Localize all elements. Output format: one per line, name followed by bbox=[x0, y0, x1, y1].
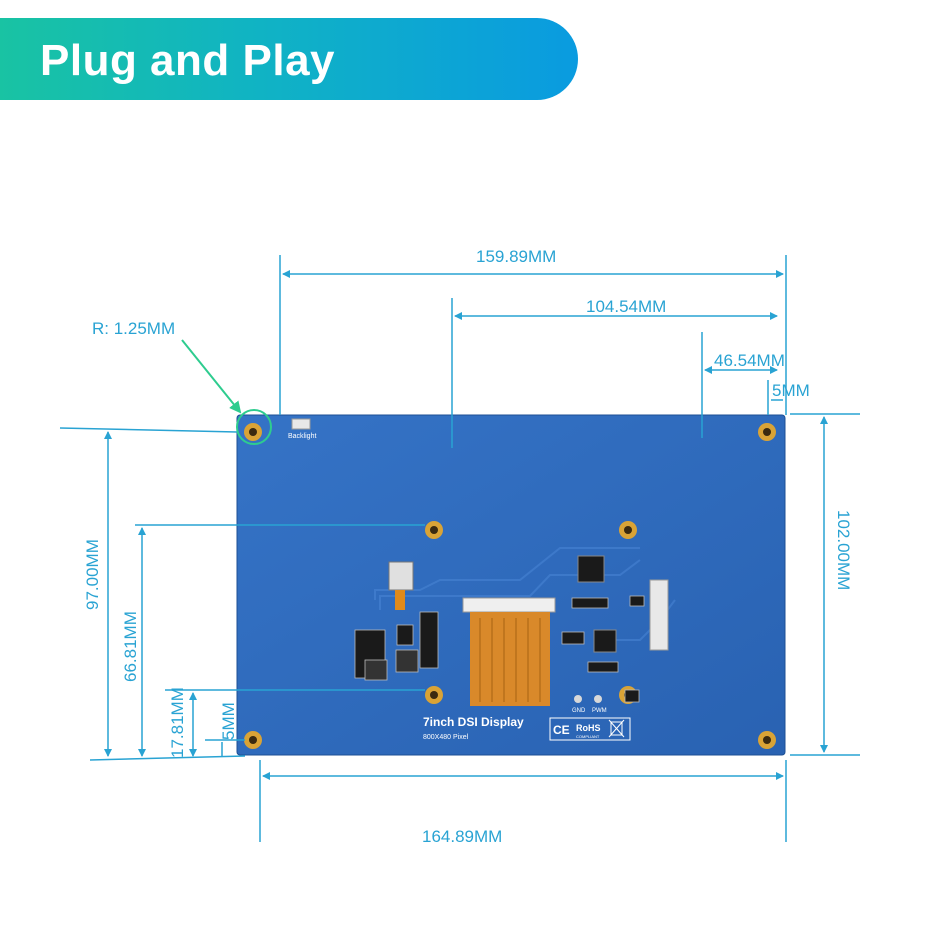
dim-label-5-left: 5MM bbox=[219, 702, 238, 740]
ic-chip bbox=[593, 629, 617, 653]
dim-label-97: 97.00MM bbox=[83, 539, 102, 610]
display-board: Backlight bbox=[236, 414, 786, 756]
dim-label-66: 66.81MM bbox=[121, 611, 140, 682]
gnd-label: GND bbox=[572, 708, 586, 714]
dim-label-17: 17.81MM bbox=[168, 687, 187, 758]
banner bbox=[0, 18, 578, 100]
dim-label-radius: R: 1.25MM bbox=[92, 319, 175, 338]
dim-label-164: 164.89MM bbox=[422, 827, 502, 846]
weee-icon bbox=[608, 719, 625, 738]
board-title: 7inch DSI Display bbox=[423, 715, 524, 729]
banner-title: Plug and Play bbox=[40, 36, 336, 85]
dim-label-104: 104.54MM bbox=[586, 297, 666, 316]
power-connector bbox=[388, 561, 414, 610]
dim-label-5-top: 5MM bbox=[772, 381, 810, 400]
dim-label-159: 159.89MM bbox=[476, 247, 556, 266]
dim-label-46: 46.54MM bbox=[714, 351, 785, 370]
pwm-label: PWM bbox=[592, 708, 607, 714]
small-components bbox=[354, 595, 645, 703]
backlight-switch bbox=[291, 418, 311, 430]
ce-mark: CE bbox=[553, 723, 570, 737]
gnd-pad bbox=[574, 695, 582, 703]
certification-marks: CE RoHS COMPLIANT bbox=[549, 717, 631, 741]
dim-label-102: 102.00MM bbox=[834, 510, 853, 590]
side-connector bbox=[649, 579, 669, 651]
backlight-label: Backlight bbox=[288, 433, 316, 440]
pwm-pad bbox=[594, 695, 602, 703]
radius-callout-circle bbox=[236, 409, 272, 445]
dimension-lines bbox=[59, 255, 860, 842]
board-resolution: 800X480 Pixel bbox=[423, 734, 469, 741]
rohs-mark: RoHS bbox=[576, 723, 601, 733]
rohs-compliant: COMPLIANT bbox=[576, 734, 600, 739]
fpc-ribbon bbox=[462, 597, 556, 706]
radius-callout-arrow bbox=[181, 339, 242, 414]
ic-chip bbox=[577, 555, 605, 583]
